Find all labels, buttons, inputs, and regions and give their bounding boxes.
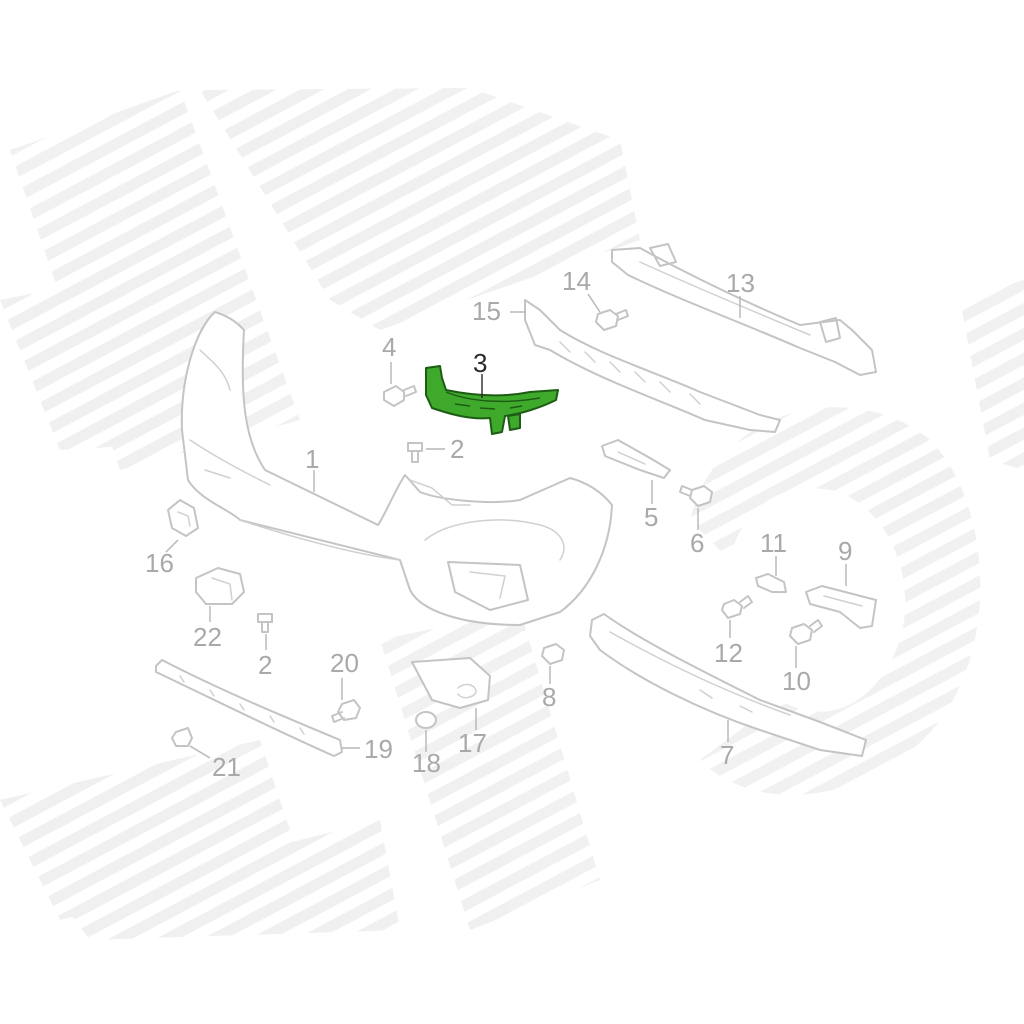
callout-18: 18 xyxy=(412,748,441,778)
part-lower-deflector-7[interactable] xyxy=(589,613,867,757)
leader-lines xyxy=(165,293,847,759)
part-molding-strip-19[interactable] xyxy=(155,659,343,757)
part-energy-absorber-15[interactable] xyxy=(524,299,781,433)
part-bolt-4[interactable] xyxy=(383,385,417,407)
callout-6: 6 xyxy=(690,528,704,558)
callout-2-lower: 2 xyxy=(258,650,272,680)
callout-2-upper: 2 xyxy=(450,434,464,464)
callout-13: 13 xyxy=(726,268,755,298)
part-sensor-bracket-16[interactable] xyxy=(167,499,199,537)
part-clip-11[interactable] xyxy=(755,573,787,593)
callout-21: 21 xyxy=(212,752,241,782)
callout-14: 14 xyxy=(562,266,591,296)
callout-19: 19 xyxy=(364,734,393,764)
callout-4: 4 xyxy=(382,332,396,362)
part-front-bumper-cover[interactable] xyxy=(180,311,613,626)
part-tow-cover-17[interactable] xyxy=(411,657,491,709)
part-bolt-10[interactable] xyxy=(789,619,823,645)
part-bolt-6[interactable] xyxy=(679,485,713,507)
callout-16: 16 xyxy=(145,548,174,578)
callout-8: 8 xyxy=(542,682,556,712)
part-bracket-5[interactable] xyxy=(601,439,671,479)
callout-22: 22 xyxy=(193,622,222,652)
part-clip-2-upper[interactable] xyxy=(407,442,423,463)
part-bumper-bracket-highlighted[interactable] xyxy=(425,365,559,435)
callout-20: 20 xyxy=(330,648,359,678)
callout-11: 11 xyxy=(760,528,787,558)
part-bolt-12[interactable] xyxy=(721,595,753,619)
part-connector-22[interactable] xyxy=(195,567,245,605)
part-clip-2-lower[interactable] xyxy=(257,613,273,633)
callout-labels: 1 2 3 4 5 6 7 8 9 10 11 12 13 14 15 16 1… xyxy=(145,266,852,782)
part-bolt-20[interactable] xyxy=(331,699,361,723)
callout-9: 9 xyxy=(838,536,852,566)
part-cap-18[interactable] xyxy=(415,711,437,729)
part-clip-21[interactable] xyxy=(171,727,193,747)
callout-12: 12 xyxy=(714,638,743,668)
part-bolt-14[interactable] xyxy=(595,309,629,331)
callout-1: 1 xyxy=(305,444,319,474)
callout-7: 7 xyxy=(720,740,734,770)
callout-3-highlighted: 3 xyxy=(473,348,487,378)
callout-15: 15 xyxy=(472,296,501,326)
part-bracket-9[interactable] xyxy=(805,585,877,629)
part-bolt-8[interactable] xyxy=(541,643,565,665)
callout-10: 10 xyxy=(782,666,811,696)
callout-5: 5 xyxy=(644,502,658,532)
part-reinforcement-beam-13[interactable] xyxy=(611,243,877,376)
callout-17: 17 xyxy=(458,728,487,758)
